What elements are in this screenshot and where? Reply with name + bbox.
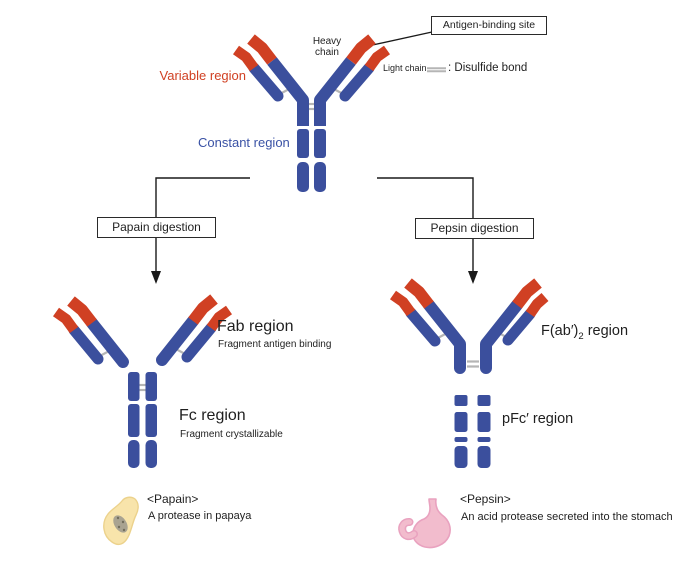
- papain-branch-line: [151, 177, 250, 284]
- pepsin-digestion-box: Pepsin digestion: [415, 218, 534, 239]
- intact-antibody: [232, 34, 391, 192]
- fab2-tail: region: [583, 323, 629, 339]
- fab2-subscript: 2: [578, 330, 584, 342]
- heavy-chain-line2: chain: [315, 47, 339, 58]
- arrow-down-icon: [151, 271, 161, 284]
- papain-digestion-box: Papain digestion: [97, 217, 216, 238]
- pfc-region-title: pFc′ region: [502, 411, 574, 427]
- antigen-site-pointer-line: [367, 31, 433, 47]
- pepsin-footnote-title: <Pepsin>: [460, 492, 511, 506]
- papain-footnote-title: <Papain>: [147, 492, 199, 506]
- variable-region-tips: [232, 34, 391, 72]
- papain-footnote-desc: A protease in papaya: [148, 510, 252, 522]
- fc-stem-segments: [297, 129, 326, 192]
- arrow-down-icon: [468, 271, 478, 284]
- disulfide-bond-legend-icon: [427, 67, 446, 73]
- fc-region-title: Fc region: [179, 407, 246, 424]
- heavy-chains: [267, 57, 356, 126]
- variable-region-label: Variable region: [159, 68, 246, 83]
- fab-region-subtitle: Fragment antigen binding: [218, 339, 332, 350]
- light-chains: [248, 62, 375, 102]
- heavy-chain-label: Heavy chain: [306, 36, 348, 58]
- papaya-icon: [103, 496, 139, 546]
- disulfide-bonds: [277, 87, 346, 111]
- heavy-chain-line1: Heavy: [312, 36, 342, 47]
- fab2-region-title: F(ab′)2 region: [541, 323, 628, 342]
- light-chain-label: Light chain: [383, 63, 427, 73]
- fc-region-subtitle: Fragment crystallizable: [180, 429, 283, 440]
- constant-region-label: Constant region: [198, 135, 290, 150]
- pepsin-branch-line: [377, 177, 478, 284]
- disulfide-bond-label: : Disulfide bond: [448, 62, 528, 74]
- pfc-fragment: [454, 395, 491, 468]
- fc-fragment: [128, 372, 157, 468]
- fab-fragment-right-arm: [156, 294, 233, 366]
- antigen-binding-site-label: Antigen-binding site: [431, 16, 547, 35]
- pepsin-footnote-desc: An acid protease secreted into the stoma…: [461, 511, 673, 523]
- fab-fragment-left-arm: [52, 296, 129, 368]
- stomach-icon: [398, 498, 451, 549]
- fab-region-title: Fab region: [217, 318, 294, 335]
- fab2-fragment: [389, 278, 549, 374]
- fab2-main: F(ab′): [541, 323, 579, 339]
